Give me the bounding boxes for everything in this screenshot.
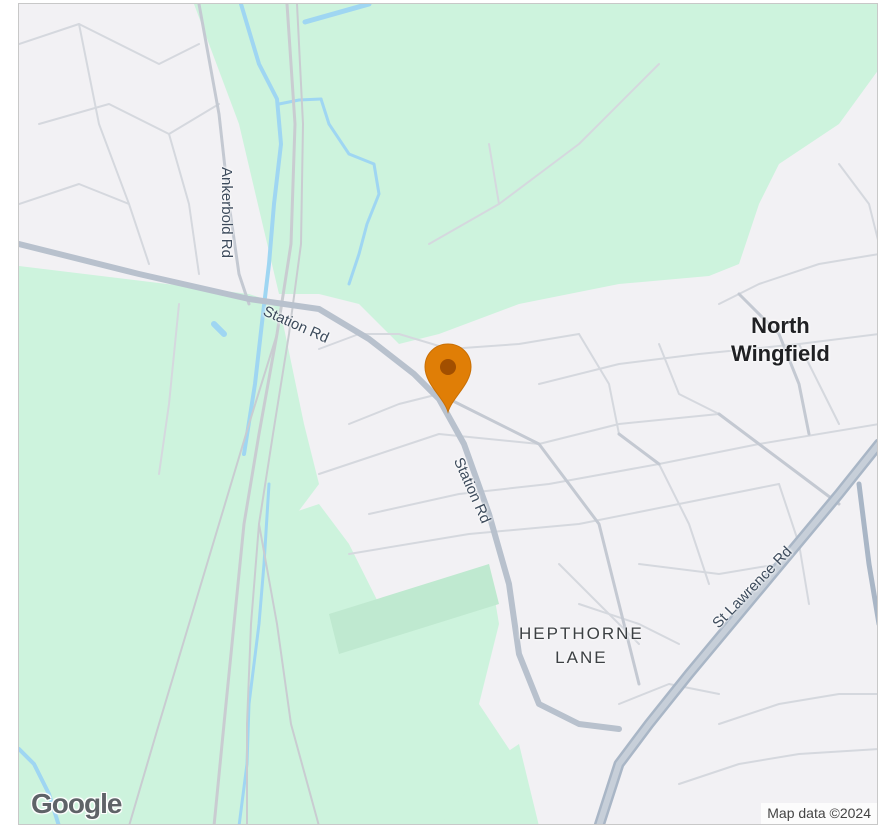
map-view[interactable]: Ankerbold Rd Station Rd Station Rd St La… <box>18 3 878 825</box>
map-canvas[interactable] <box>19 4 878 825</box>
park-area-north <box>194 4 877 344</box>
st-lawrence-rd-core <box>596 441 877 824</box>
waterways <box>19 4 381 824</box>
area-label-line2: LANE <box>555 648 608 667</box>
map-attribution[interactable]: Map data ©2024 <box>761 803 877 824</box>
railway <box>128 4 320 824</box>
park-area-strip <box>329 564 499 654</box>
road-label-ankerbold: Ankerbold Rd <box>217 167 235 258</box>
google-logo: Google <box>31 788 122 819</box>
place-label-line1: North <box>751 313 810 338</box>
place-label-north-wingfield: North Wingfield <box>731 312 830 368</box>
area-label-line1: HEPTHORNE <box>519 624 644 643</box>
park-area-southeast <box>440 744 539 824</box>
place-label-line2: Wingfield <box>731 341 830 366</box>
area-label-hepthorne-lane: HEPTHORNE LANE <box>519 622 644 670</box>
location-pin-icon[interactable] <box>420 340 476 416</box>
station-rd-line <box>19 241 622 732</box>
main-roads <box>19 241 877 824</box>
secondary-roads <box>197 4 841 686</box>
minor-roads <box>19 23 877 785</box>
